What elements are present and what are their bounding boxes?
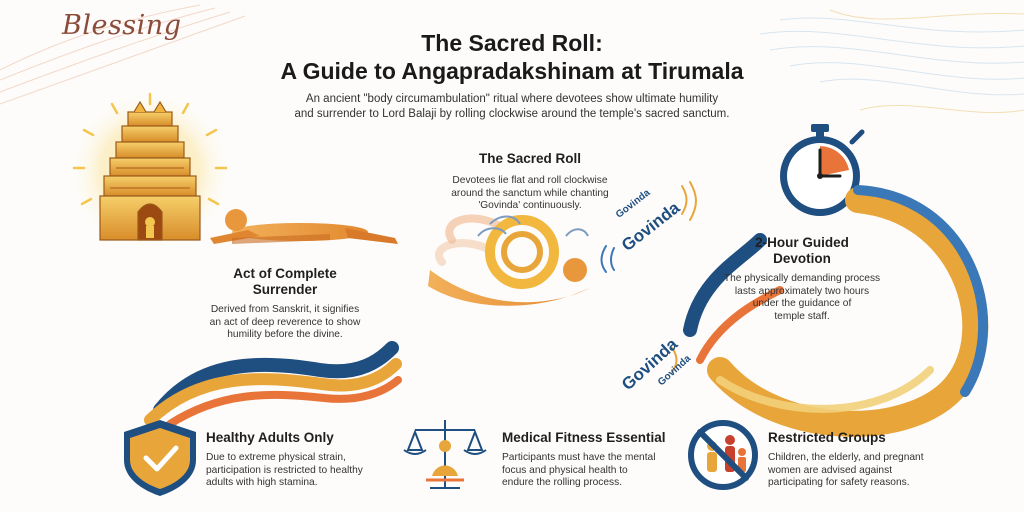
healthy-body-line3: adults with high stamina. [206,477,318,488]
balance-scales-meditation-icon [403,420,487,489]
subtitle-line2: and surrender to Lord Balaji by rolling … [294,108,730,120]
duration-body-line2: lasts approximately two hours [734,285,870,297]
healthy-body-line2: participation is restricted to healthy [206,464,363,476]
restricted-title: Restricted Groups [768,430,886,445]
medical-body-line1: Participants must have the mental [502,452,656,463]
surrender-body-line3: humility before the divine. [227,329,343,340]
chant-sound-waves [600,181,697,373]
page-subtitle: An ancient "body circumambulation" ritua… [200,92,824,122]
section-sacred-roll: The Sacred Roll Devotees lie flat and ro… [410,151,650,213]
sacred-roll-title: The Sacred Roll [478,151,582,166]
restricted-body-line1: Children, the elderly, and pregnant [768,452,924,463]
section-duration: 2-Hour Guided Devotion The physically de… [712,235,892,323]
shield-check-icon [124,420,196,496]
sun-rays [72,92,228,206]
section-surrender: Act of Complete Surrender Derived from S… [165,266,405,342]
subtitle-line1: An ancient "body circumambulation" ritua… [305,93,719,105]
temple-gopuram-icon [99,100,201,241]
surrender-body-line2: an act of deep reverence to show [209,316,361,328]
surrender-body-line1: Derived from Sanskrit, it signifies [210,304,360,315]
restricted-body-line2: women are advised against [768,464,893,476]
surrender-title-line1: Act of Complete [233,266,337,281]
surrender-title-line2: Surrender [252,282,318,297]
brand-logo-text: Blessing [62,10,182,41]
duration-title-line1: 2-Hour Guided [755,235,849,250]
top-right-gold-lines [829,9,1024,113]
rolling-devotee-icon [428,214,590,306]
right-swirl-ribbon [683,185,989,437]
top-right-wave-decoration [759,17,1024,96]
stopwatch-icon [780,124,865,216]
section-healthy: Healthy Adults Only Due to extreme physi… [206,430,406,490]
medical-body-line2: focus and physical health to [502,464,628,476]
prohibited-groups-icon [688,420,758,490]
section-medical: Medical Fitness Essential Participants m… [502,430,702,490]
prostrating-devotee-icon [210,209,398,244]
duration-body-line1: The physically demanding process [723,273,881,284]
medical-body-line3: endure the rolling process. [502,477,623,488]
sacred-roll-body-line3: 'Govinda' continuously. [478,200,582,211]
duration-body-line4: temple staff. [774,310,830,322]
healthy-title: Healthy Adults Only [206,430,334,445]
duration-body-line3: under the guidance of [752,298,852,309]
duration-title-line2: Devotion [773,251,831,266]
sacred-roll-body-line1: Devotees lie flat and roll clockwise [452,175,608,186]
medical-title: Medical Fitness Essential [502,430,666,445]
left-wave-ribbon [144,341,402,428]
healthy-body-line1: Due to extreme physical strain, [206,452,346,463]
restricted-body-line3: participating for safety reasons. [768,477,910,488]
section-restricted: Restricted Groups Children, the elderly,… [768,430,978,490]
sacred-roll-body-line2: around the sanctum while chanting [451,187,609,199]
page-title-line2: A Guide to Angapradakshinam at Tirumala [280,58,744,84]
top-left-wave-decoration [0,4,246,105]
page-title-line1: The Sacred Roll: [421,30,603,56]
